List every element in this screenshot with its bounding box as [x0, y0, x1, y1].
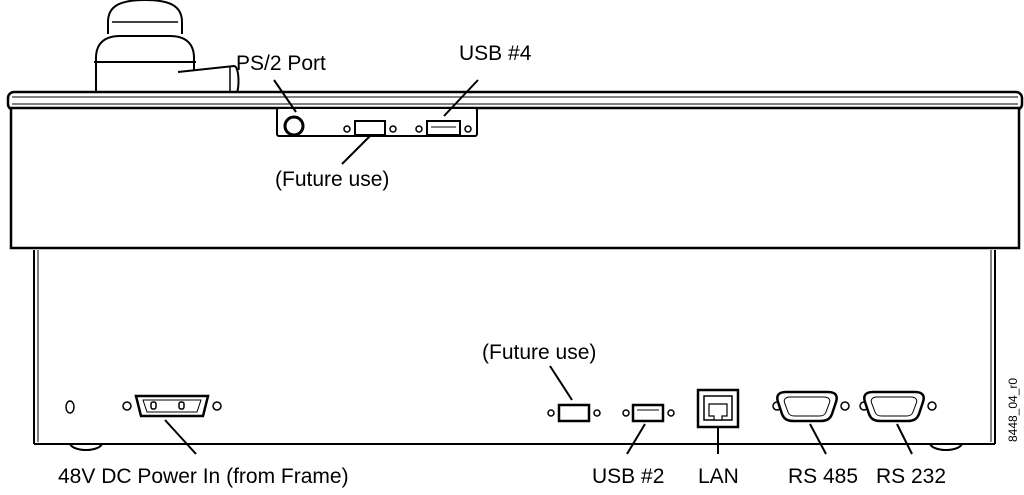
- leader-ps2: [273, 79, 297, 113]
- label-lan: LAN: [698, 465, 739, 488]
- label-ps2-port: PS/2 Port: [236, 52, 326, 75]
- usb4-connector: [415, 120, 472, 136]
- label-rs232: RS 232: [876, 465, 946, 488]
- rs232-connector: [859, 390, 937, 423]
- leader-rs485: [809, 423, 827, 455]
- ps2-port-connector: [283, 115, 305, 137]
- rs485-connector: [772, 390, 850, 423]
- usb2-connector: [622, 403, 675, 423]
- top-connector-plate: [276, 107, 478, 137]
- lan-connector: [696, 388, 740, 429]
- joystick-knob: [94, 0, 240, 97]
- mount-hole: [65, 400, 75, 414]
- future-use-top-connector: [343, 120, 397, 136]
- lower-body: [33, 250, 996, 451]
- label-usb2: USB #2: [592, 465, 664, 488]
- leader-usb4: [443, 79, 479, 117]
- label-power-in: 48V DC Power In (from Frame): [58, 465, 349, 488]
- leader-rs232: [896, 423, 913, 455]
- label-future-use-bottom: (Future use): [482, 341, 596, 364]
- label-usb4: USB #4: [459, 42, 532, 65]
- leader-usb2: [626, 423, 646, 455]
- leader-power: [164, 419, 197, 455]
- leader-lines: [164, 79, 913, 455]
- leader-future-top: [341, 135, 371, 165]
- future-use-bottom-connector: [547, 403, 601, 423]
- label-future-use-top: (Future use): [275, 168, 389, 191]
- label-rs485: RS 485: [788, 465, 858, 488]
- upper-body: [6, 90, 1024, 250]
- figure-id: 8448_04_r0: [1006, 378, 1020, 442]
- power-connector: [122, 394, 222, 418]
- leader-future-bottom: [549, 365, 573, 401]
